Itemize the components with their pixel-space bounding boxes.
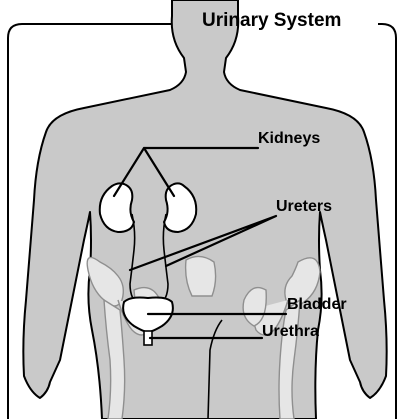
label-urethra: Urethra [262, 323, 319, 340]
label-kidneys: Kidneys [258, 130, 320, 147]
body-silhouette [23, 0, 386, 419]
label-ureters: Ureters [276, 198, 332, 215]
label-bladder: Bladder [287, 296, 347, 313]
diagram-title: Urinary System [202, 10, 341, 31]
